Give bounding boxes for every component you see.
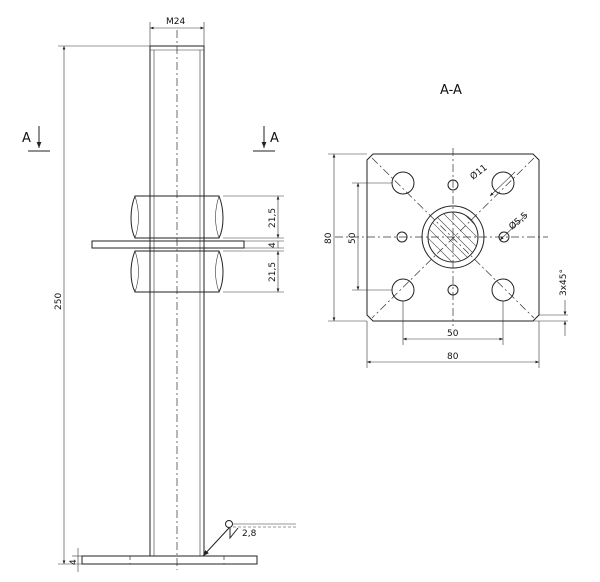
lower-nut (130, 250, 224, 293)
base-plate (81, 555, 258, 565)
small-hole-right (498, 231, 510, 243)
side-view: M24 250 4 21,5 4 21,5 A A (22, 17, 296, 572)
small-hole-bottom (447, 284, 459, 296)
weld-symbol: 2,8 (202, 520, 296, 557)
corner-hole-tr (491, 171, 515, 195)
thread-label: M24 (166, 17, 185, 27)
corner-hole-br (491, 278, 515, 302)
small-hole-left (396, 231, 408, 243)
washer-thick-label: 4 (268, 242, 278, 248)
svg-text:A: A (22, 131, 31, 146)
nut-height-top-label: 21,5 (268, 208, 278, 228)
plate-side-vert-label: 80 (324, 232, 334, 244)
corner-hole-tl (391, 171, 415, 195)
hole-spacing-vert-label: 50 (348, 232, 358, 244)
section-marker-left: A (22, 126, 50, 152)
weld-label: 2,8 (242, 529, 257, 539)
big-hole-dia-label: Ø11 (468, 162, 489, 182)
hole-spacing-horiz-label: 50 (447, 329, 459, 339)
rod-hatch (428, 212, 478, 262)
corner-hole-bl (391, 278, 415, 302)
nut-height-bottom-label: 21,5 (268, 262, 278, 282)
rod-section (427, 211, 479, 263)
plate-side-horiz-label: 80 (447, 352, 459, 362)
chamfer-label: 3x45° (559, 269, 569, 296)
upper-nut (130, 195, 224, 239)
small-hole-top (447, 179, 459, 191)
mid-washer (91, 240, 245, 249)
section-title: A-A (440, 83, 462, 98)
svg-text:A: A (270, 131, 279, 146)
small-hole-dia-label: Ø5,5 (507, 210, 530, 232)
base-thick-label: 4 (69, 559, 79, 565)
section-marker-right: A (253, 126, 279, 152)
section-view: A-A (324, 83, 569, 368)
total-length-label: 250 (54, 293, 64, 310)
rod-outer-circle (421, 205, 485, 269)
